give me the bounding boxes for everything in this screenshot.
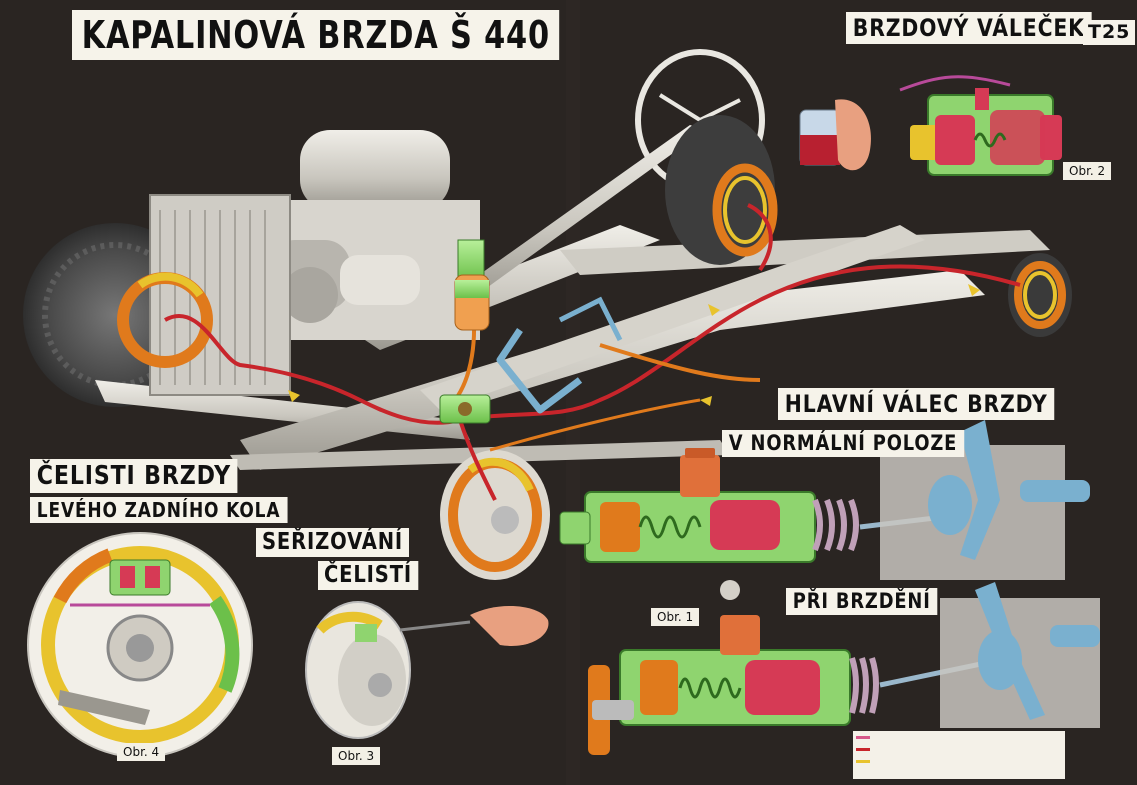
rear-wheel-left [440,450,550,580]
sheet-code: T25 [1083,20,1136,45]
wheel-cylinder-title: BRZDOVÝ VÁLEČEK [846,12,1092,44]
brake-jaws-title: ČELISTI BRZDY [30,459,238,493]
legend-row [853,732,1065,743]
legend-row [853,744,1065,755]
wheel-cylinder-inset [899,75,1062,176]
fluid-reservoir [454,239,490,331]
adjustment-title: SEŘIZOVÁNÍ [256,528,410,557]
poster-title: KAPALINOVÁ BRZDA Š 440 [72,10,560,60]
rear-left-brake-inset [27,532,253,758]
legend-arrow [856,736,870,739]
shoe-adjustment-inset [305,601,549,739]
legend-arrow [856,760,870,763]
legend-arrow [856,748,870,751]
figure-label-3: Obr. 3 [332,747,381,765]
engine-block [149,130,480,396]
chassis-frame [95,225,1050,470]
master-cylinder-braking [588,582,1100,755]
figure-label-1: Obr. 1 [651,608,700,626]
master-cylinder-normal [559,420,1090,600]
flow-arrows [288,284,980,406]
legend-row [853,756,1065,767]
master-cylinder-title: HLAVNÍ VÁLEC BRZDY [778,388,1055,420]
brake-lines [164,203,1021,501]
arrow-legend [853,731,1065,779]
brake-jaws-subtitle: LEVÉHO ZADNÍHO KOLA [30,497,288,523]
figure-label-4: Obr. 4 [117,743,166,761]
pedal-linkage [496,296,623,414]
bleeding-illustration [799,99,871,171]
master-cylinder-chassis [439,394,491,424]
rear-wheel-right [665,115,1072,337]
braking-title: PŘI BRZDĚNÍ [786,588,938,615]
figure-label-2: Obr. 2 [1063,162,1112,180]
front-left-brake [117,272,213,368]
normal-position-title: V NORMÁLNÍ POLOZE [722,430,964,457]
adjustment-subtitle: ČELISTÍ [318,561,418,590]
